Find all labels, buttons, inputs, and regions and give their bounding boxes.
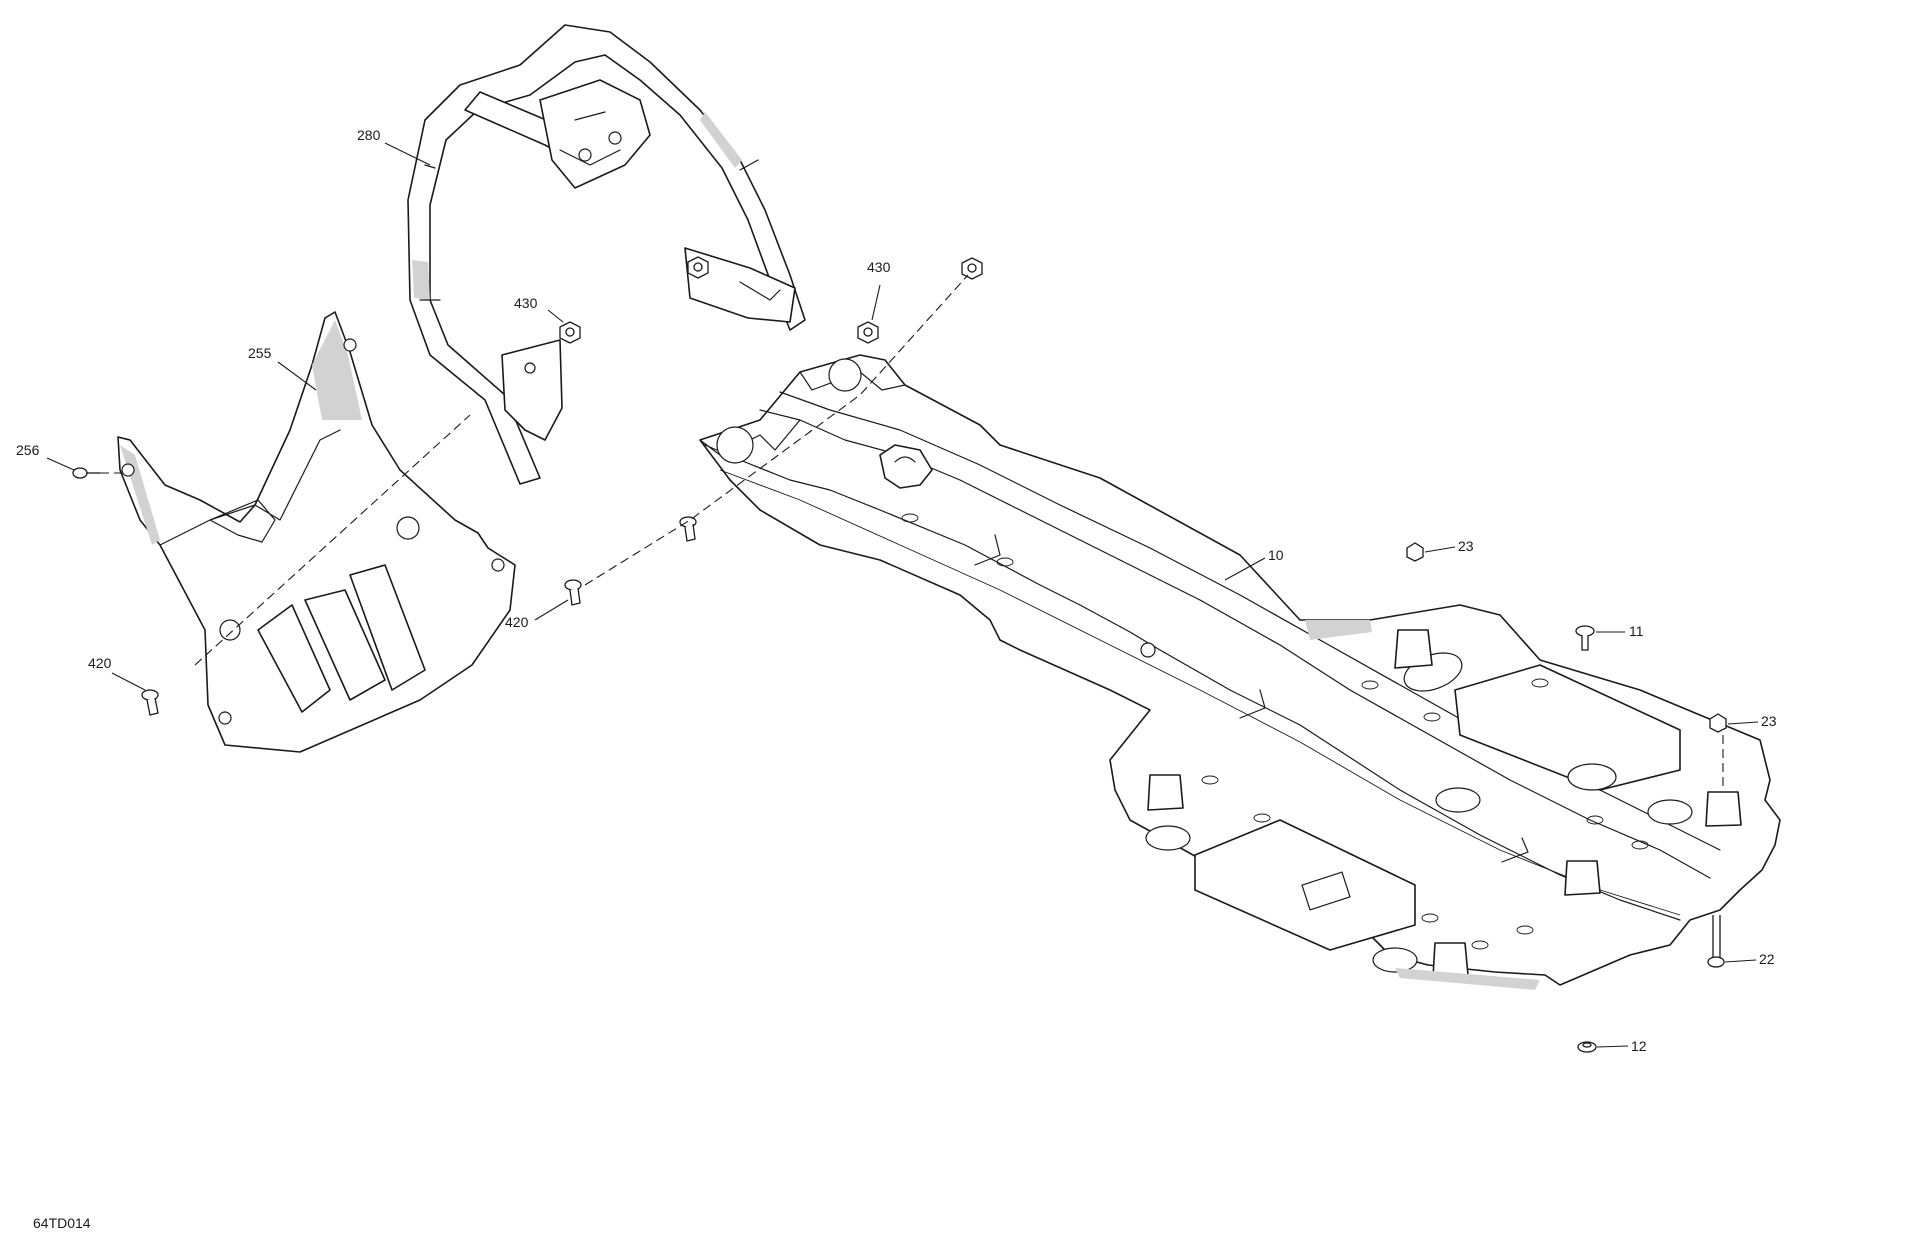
callout-430-left: 430 xyxy=(514,295,538,311)
leader-430-left xyxy=(547,309,564,323)
front-bumper-tube[interactable] xyxy=(407,24,806,485)
screw-22[interactable] xyxy=(1707,915,1725,968)
leader-23-lower xyxy=(1727,721,1759,725)
leader-280 xyxy=(384,142,431,166)
bolt-420-plate[interactable] xyxy=(679,516,697,542)
nut-430-upper[interactable] xyxy=(687,256,709,279)
leader-430-right xyxy=(871,284,881,321)
callout-23-upper: 23 xyxy=(1458,538,1474,554)
callout-256: 256 xyxy=(16,442,40,458)
bolt-420-lower[interactable] xyxy=(141,689,159,716)
rivet-11[interactable] xyxy=(1575,625,1595,651)
callout-420-upper: 420 xyxy=(505,614,529,630)
leader-420-lower xyxy=(111,672,146,691)
nut-430-top[interactable] xyxy=(961,257,983,280)
callout-11: 11 xyxy=(1629,623,1644,639)
screw-256[interactable] xyxy=(72,467,100,479)
front-skid-plate[interactable] xyxy=(117,311,516,753)
leader-256 xyxy=(46,457,75,471)
callout-280: 280 xyxy=(357,127,381,143)
assembly-line-1 xyxy=(194,414,471,666)
leader-420-upper xyxy=(534,599,569,621)
nut-23-lower[interactable] xyxy=(1709,713,1727,733)
callout-23-lower: 23 xyxy=(1761,713,1777,729)
nut-430-right[interactable] xyxy=(857,321,879,344)
main-skid-plate[interactable] xyxy=(699,354,1781,990)
assembly-line-2 xyxy=(584,274,969,586)
callout-12: 12 xyxy=(1631,1038,1647,1054)
callout-10: 10 xyxy=(1268,547,1284,563)
leader-12 xyxy=(1596,1045,1629,1048)
drawing-code: 64TD014 xyxy=(33,1215,91,1231)
leader-10 xyxy=(1224,557,1266,581)
leader-22 xyxy=(1724,959,1757,963)
callout-420-lower: 420 xyxy=(88,655,112,671)
clip-12[interactable] xyxy=(1577,1041,1597,1053)
leader-23-upper xyxy=(1424,546,1456,553)
callout-255: 255 xyxy=(248,345,272,361)
nut-23-upper[interactable] xyxy=(1406,542,1424,562)
nut-430-left[interactable] xyxy=(559,321,581,344)
leader-255 xyxy=(277,361,317,391)
callout-22: 22 xyxy=(1759,951,1775,967)
callout-430-right: 430 xyxy=(867,259,891,275)
bolt-420-upper[interactable] xyxy=(564,579,582,606)
